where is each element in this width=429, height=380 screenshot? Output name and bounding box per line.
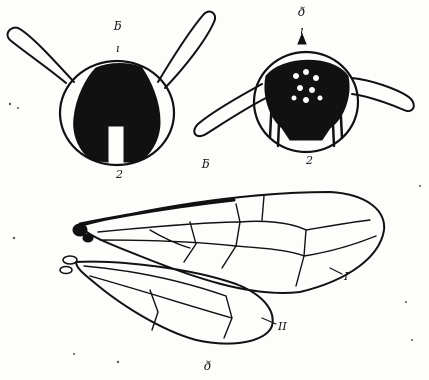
left-head-antenna-right	[158, 12, 215, 88]
left-head-antenna-left	[8, 28, 74, 83]
middle-label: ƃ	[201, 157, 210, 171]
right-head-mark-label: ı	[300, 24, 304, 37]
hindwing-leader	[262, 318, 276, 324]
wings-drawing	[60, 192, 384, 344]
forewing-outline	[80, 192, 384, 293]
left-head-mark-label: ı	[116, 42, 120, 55]
right-head-antenna-right	[352, 78, 414, 111]
left-head-bottom-label: 2	[115, 168, 123, 181]
right-head-drawing	[194, 34, 413, 152]
forewing-leader	[330, 268, 342, 274]
hindwing-label: II	[277, 320, 287, 333]
right-head-bottom-label: 2	[305, 154, 313, 167]
forewing-costa	[80, 200, 234, 224]
left-head-drawing	[8, 12, 216, 165]
right-head-top-label: ð	[298, 5, 305, 19]
left-head-top-label: ƃ	[113, 19, 122, 33]
bottom-label: ð	[204, 359, 211, 373]
forewing-veins	[98, 196, 376, 286]
forewing-label: I	[343, 270, 349, 283]
hindwing-outline	[76, 262, 273, 344]
